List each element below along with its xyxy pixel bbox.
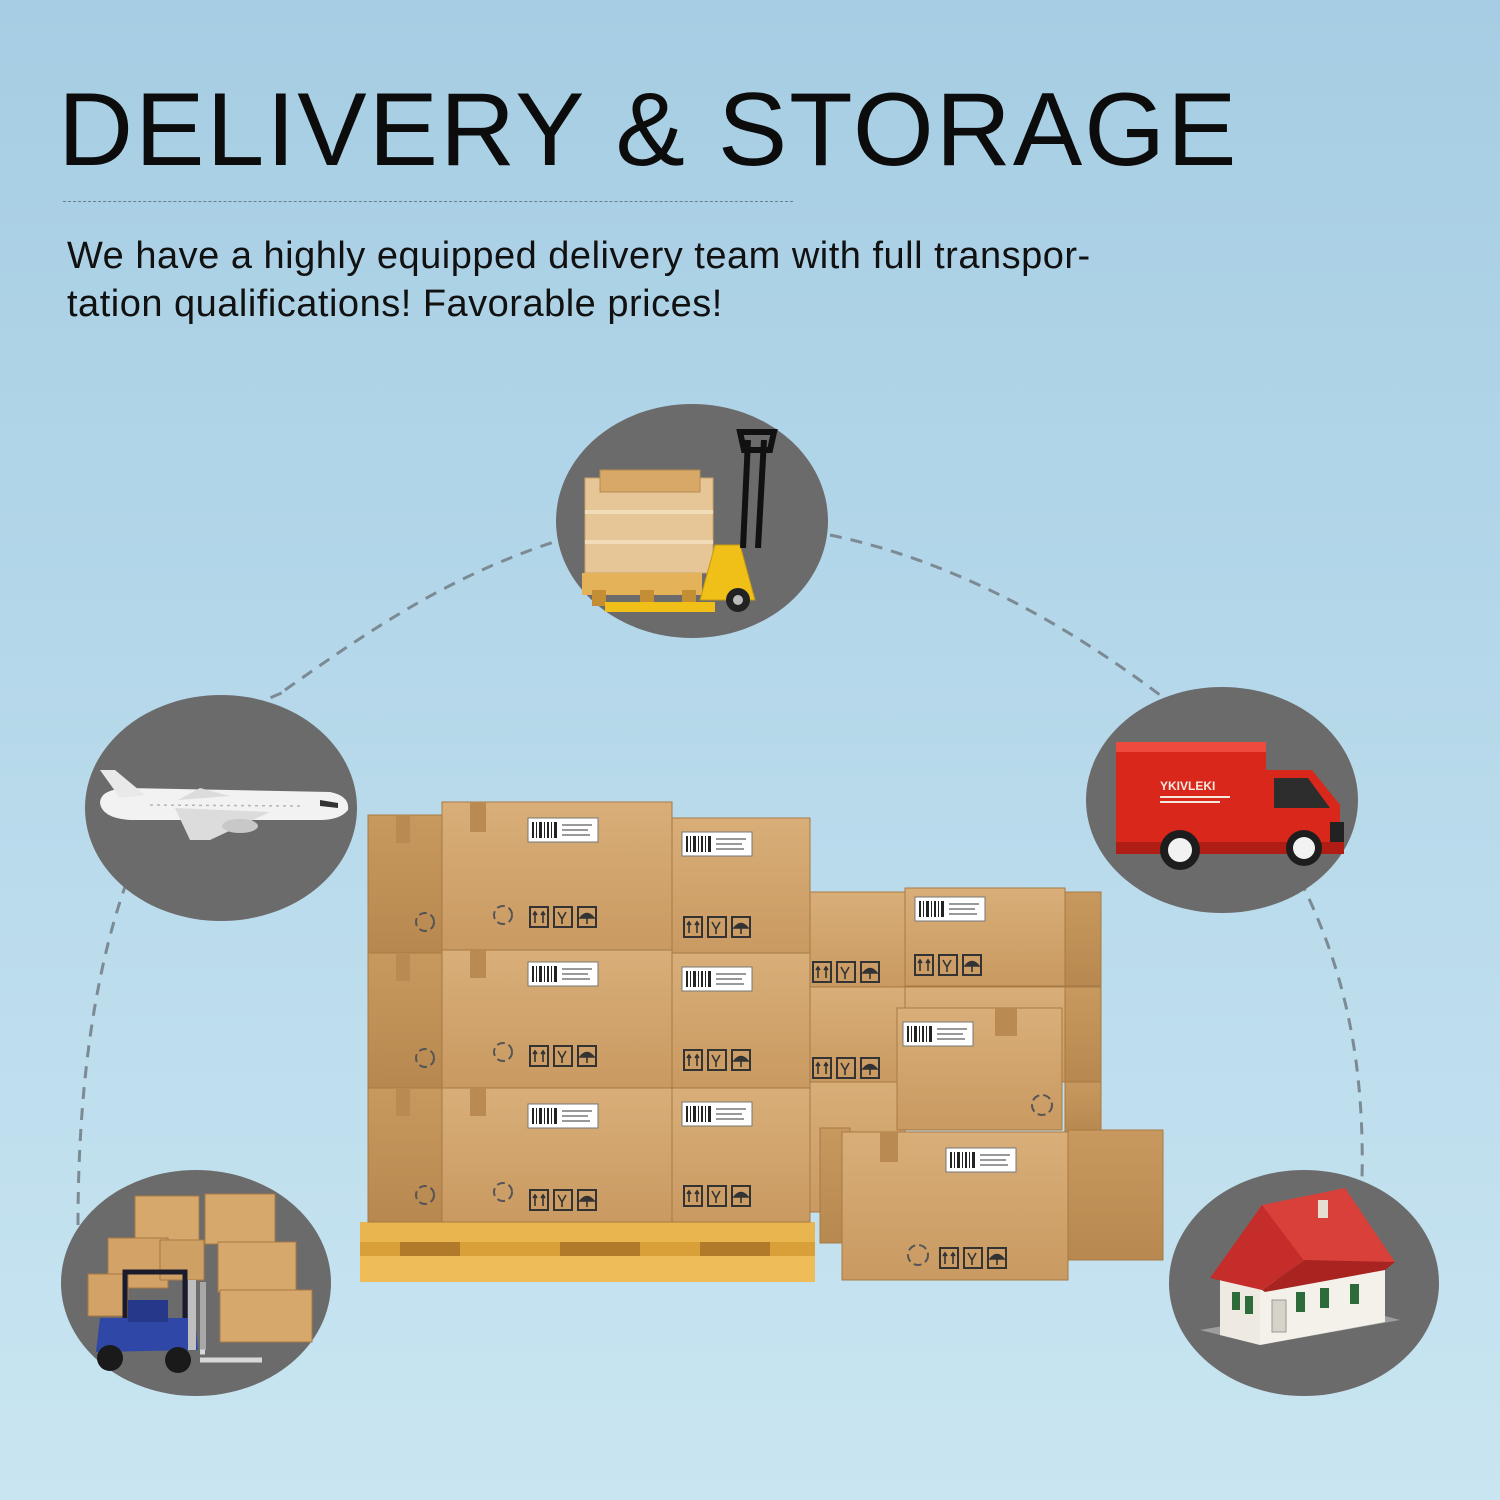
front-box-group [819,1007,1164,1281]
title-divider [63,201,793,202]
main-box-stack [367,801,811,1223]
wooden-pallet-left [360,1222,815,1282]
description-line-1: We have a highly equipped delivery team … [67,235,1091,277]
delivery-truck-icon: YKIVLEKI [1086,687,1358,913]
description-line-2: tation qualifications! Favorable prices! [67,283,723,325]
forklift-icon [61,1170,331,1396]
cardboard-box-stack-icon [360,801,1164,1282]
pallet-jack-icon [556,404,828,638]
airplane-icon [85,695,357,921]
truck-logo: YKIVLEKI [1160,779,1215,793]
house-icon [1169,1170,1439,1396]
page-title: DELIVERY & STORAGE [58,72,1239,188]
description: We have a highly equipped delivery team … [67,232,1247,328]
